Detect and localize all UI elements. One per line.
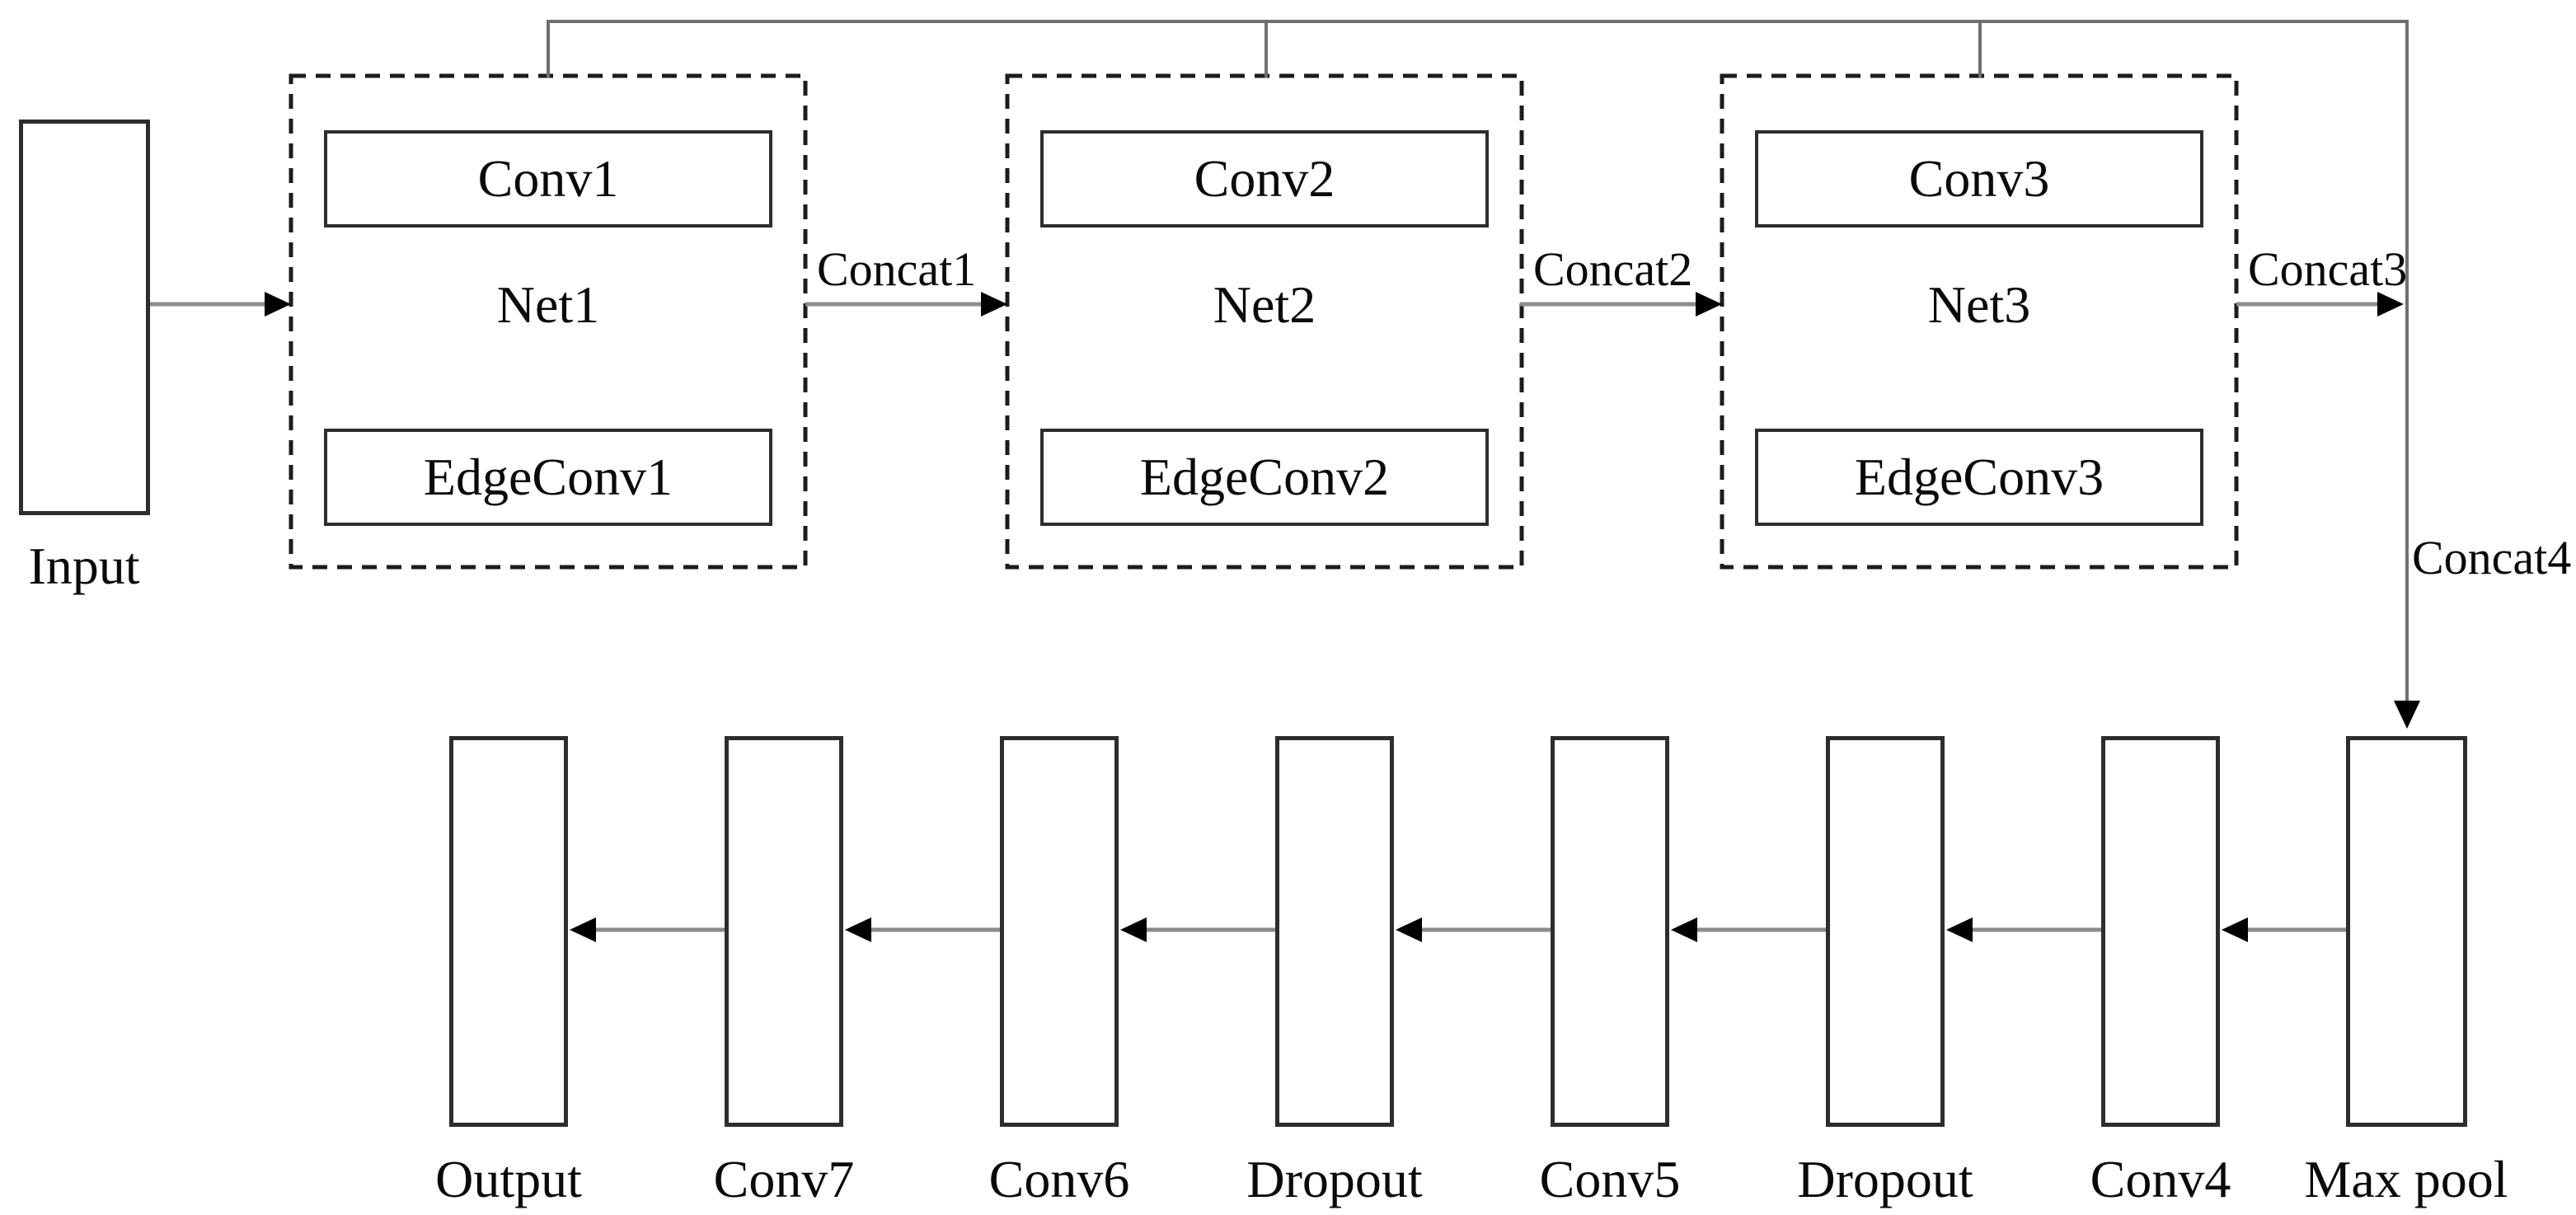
arrowhead-dropout2-conv5	[1671, 917, 1697, 942]
conv5-label: Conv5	[1539, 1150, 1681, 1208]
conv3-label: Conv3	[1908, 149, 2050, 208]
arrowhead-conv5-dropout1	[1396, 917, 1422, 942]
concat3-label: Concat3	[2248, 242, 2408, 296]
dropout1-label: Dropout	[1246, 1150, 1423, 1208]
conv4-label: Conv4	[2090, 1150, 2231, 1208]
edgeconv2-label: EdgeConv2	[1139, 448, 1390, 506]
dropout2-box	[1826, 736, 1945, 1127]
output-label: Output	[435, 1150, 582, 1208]
arrowhead-conv7-output	[570, 917, 596, 942]
edgeconv2-box: EdgeConv2	[1040, 429, 1489, 526]
dropout2-label: Dropout	[1797, 1150, 1973, 1208]
conv3-box: Conv3	[1755, 130, 2203, 228]
output-box	[449, 736, 568, 1127]
conv4-box	[2101, 736, 2220, 1127]
arrowhead-input-net1	[265, 292, 291, 317]
edgeconv1-box: EdgeConv1	[324, 429, 772, 526]
input-box	[19, 120, 150, 515]
input-label: Input	[28, 537, 140, 595]
maxpool-box	[2346, 736, 2467, 1127]
conv1-box: Conv1	[324, 130, 772, 228]
conv1-label: Conv1	[477, 149, 619, 208]
conv6-box	[1000, 736, 1119, 1127]
conv2-box: Conv2	[1040, 130, 1489, 228]
arrowhead-conv4-dropout2	[1946, 917, 1973, 942]
concat2-label: Concat2	[1533, 242, 1693, 296]
net3-label: Net3	[1927, 275, 2031, 334]
edgeconv1-label: EdgeConv1	[423, 448, 673, 506]
arrowhead-dropout1-conv6	[1120, 917, 1147, 942]
arrowhead-net3-concat4	[2377, 292, 2404, 317]
edgeconv3-label: EdgeConv3	[1854, 448, 2104, 506]
concat4-label: Concat4	[2412, 531, 2572, 584]
net1-label: Net1	[496, 275, 600, 334]
arrowhead-conv6-conv7	[845, 917, 871, 942]
conv7-label: Conv7	[713, 1150, 855, 1208]
maxpool-label: Max pool	[2304, 1150, 2508, 1208]
conv6-label: Conv6	[988, 1150, 1130, 1208]
dropout1-box	[1275, 736, 1394, 1127]
arrowhead-net2-net3	[1696, 292, 1722, 317]
conv2-label: Conv2	[1194, 149, 1335, 208]
net2-label: Net2	[1213, 275, 1316, 334]
edgeconv3-box: EdgeConv3	[1755, 429, 2203, 526]
arrowhead-maxpool-conv4	[2222, 917, 2248, 942]
conv5-box	[1551, 736, 1669, 1127]
skip-connection-line	[547, 20, 2409, 702]
arrowhead-net1-net2	[981, 292, 1007, 317]
conv7-box	[725, 736, 843, 1127]
arrowhead-concat4-maxpool	[2394, 701, 2420, 729]
concat1-label: Concat1	[817, 242, 977, 296]
